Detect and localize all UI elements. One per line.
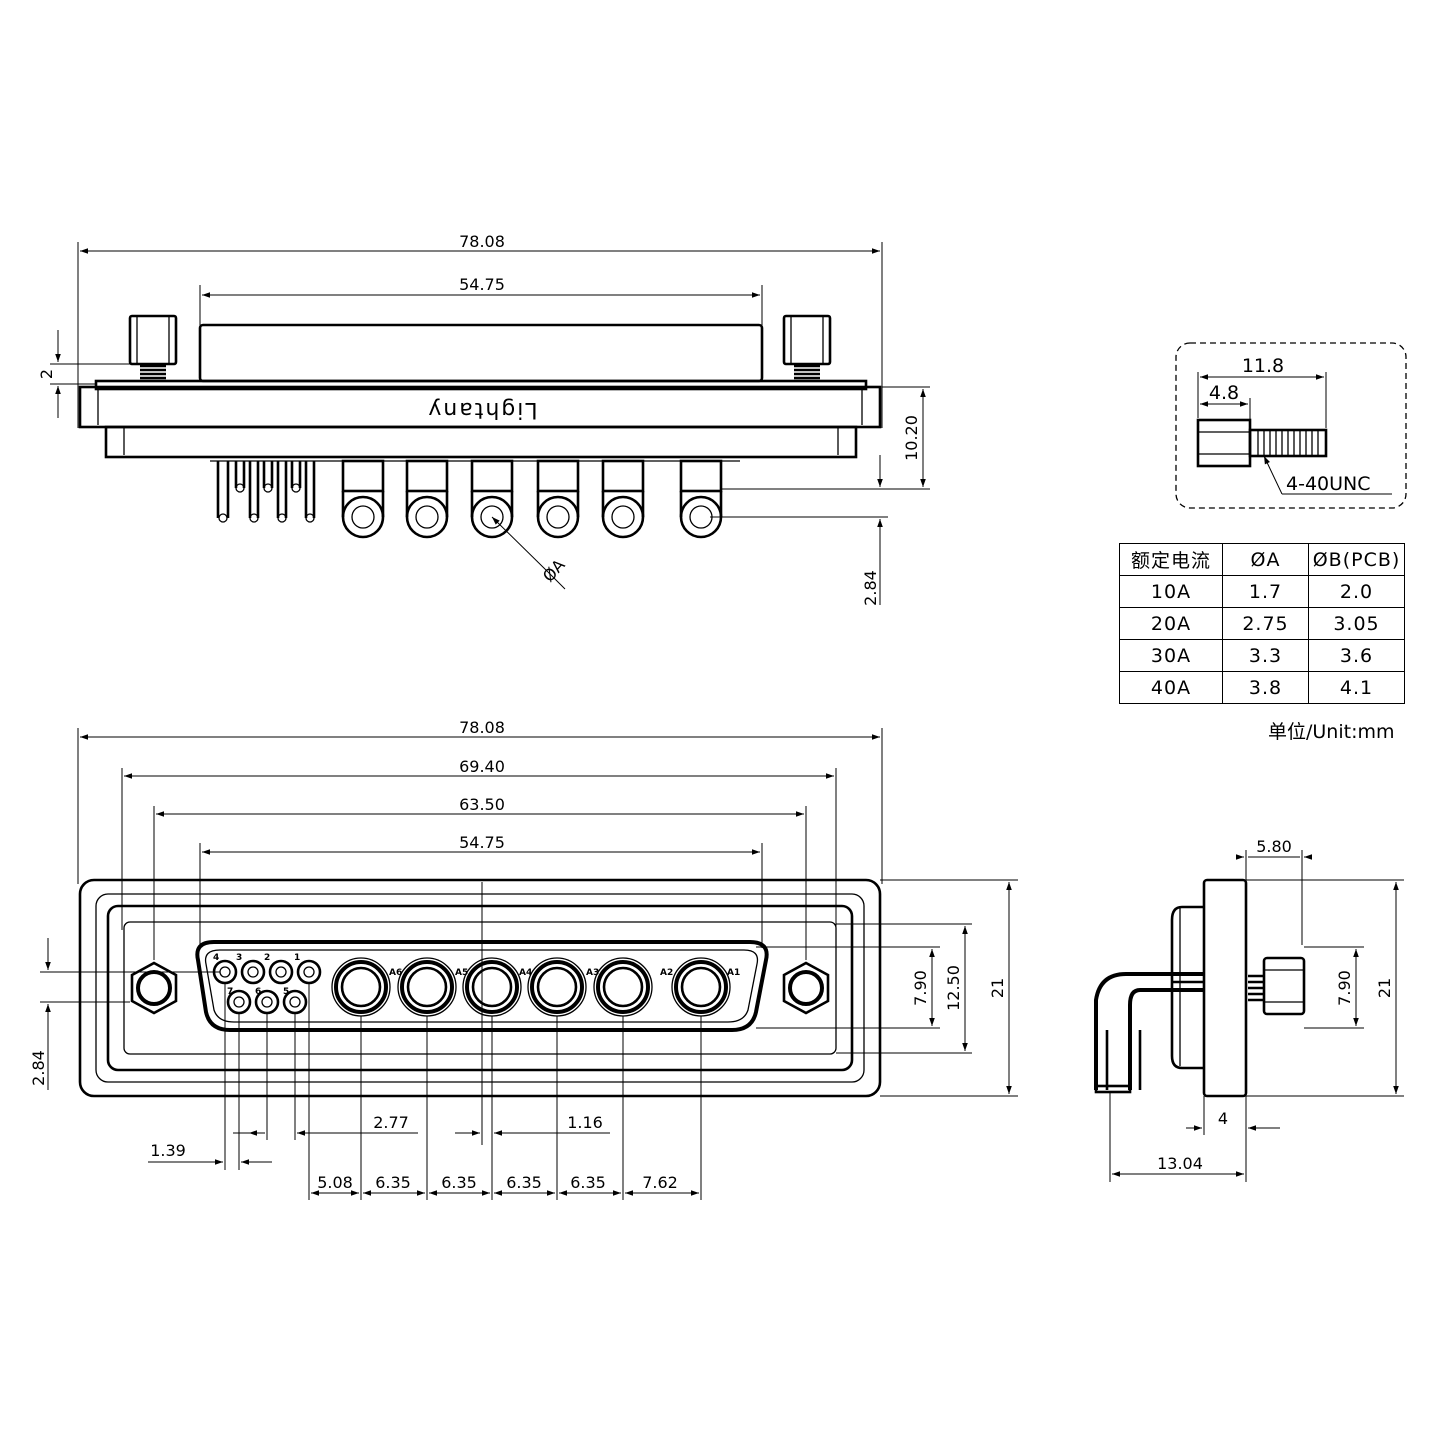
header-dia-b: ØB(PCB) bbox=[1308, 543, 1405, 576]
dim-side-depth: 13.04 bbox=[1157, 1154, 1203, 1173]
dim-front-h-total: 21 bbox=[988, 978, 1007, 998]
dim-front-v-offset: 2.84 bbox=[29, 1050, 48, 1086]
dim-pitch-1: 5.08 bbox=[317, 1173, 353, 1192]
d-shell-outer bbox=[195, 940, 769, 1032]
brand-label: Lightany bbox=[426, 397, 537, 422]
rear-body bbox=[104, 425, 858, 459]
screw-detail: 11.8 4.8 4-40UNC bbox=[1175, 342, 1407, 509]
table-cell: 3.3 bbox=[1222, 639, 1309, 672]
dim-shell: 54.75 bbox=[459, 275, 505, 294]
dim-side-width: 5.80 bbox=[1256, 837, 1292, 856]
front-view: 78.08 69.40 63.50 54.75 bbox=[29, 718, 1018, 1200]
side-pin-bend bbox=[1094, 972, 1204, 1090]
dim-signal-pitch-b: 1.16 bbox=[567, 1113, 603, 1132]
table-cell: 2.0 bbox=[1308, 575, 1405, 608]
screw-hex-length: 4.8 bbox=[1209, 382, 1239, 404]
dim-pitch-2: 6.35 bbox=[375, 1173, 411, 1192]
table-cell: 30A bbox=[1119, 639, 1223, 672]
signal-label-5: 5 bbox=[283, 987, 289, 997]
power-label-a2: A2 bbox=[660, 968, 673, 978]
table-cell: 3.6 bbox=[1308, 639, 1405, 672]
dim-overall: 78.08 bbox=[459, 232, 505, 251]
screw-length: 11.8 bbox=[1242, 355, 1284, 377]
dim-pcb-offset: 2.84 bbox=[861, 570, 880, 606]
side-flange bbox=[1202, 878, 1248, 1098]
power-contacts: A6 A5 A4 A3 A2 A1 bbox=[331, 957, 740, 1017]
spec-table-header: 额定电流 ØA ØB(PCB) bbox=[1119, 543, 1405, 576]
power-label-a5: A5 bbox=[455, 968, 468, 978]
table-cell: 1.7 bbox=[1222, 575, 1309, 608]
dim-side-h-small: 7.90 bbox=[1335, 970, 1354, 1006]
table-cell: 4.1 bbox=[1308, 671, 1405, 704]
table-cell: 40A bbox=[1119, 671, 1223, 704]
shell-body bbox=[198, 323, 764, 383]
signal-contacts: 4 3 2 1 7 6 5 bbox=[212, 953, 322, 1015]
signal-label-4: 4 bbox=[213, 953, 219, 963]
dim-pitch-4: 6.35 bbox=[506, 1173, 542, 1192]
dim-pitch-5: 6.35 bbox=[570, 1173, 606, 1192]
screw-left bbox=[128, 314, 178, 366]
front-flange bbox=[78, 878, 882, 1098]
signal-pins bbox=[216, 461, 316, 523]
table-cell: 3.8 bbox=[1222, 671, 1309, 704]
screw-thread-label: 4-40UNC bbox=[1286, 473, 1371, 495]
dim-side-flange: 4 bbox=[1218, 1109, 1228, 1128]
screw-hex bbox=[1196, 418, 1252, 468]
hex-nut-right bbox=[782, 961, 830, 1015]
dim-pin-dia: ØA bbox=[539, 555, 569, 585]
power-label-a6: A6 bbox=[389, 968, 402, 978]
table-cell: 20A bbox=[1119, 607, 1223, 640]
side-shell bbox=[1170, 905, 1204, 1070]
dim-height: 10.20 bbox=[902, 415, 921, 461]
power-pins-top bbox=[341, 459, 723, 539]
signal-label-3: 3 bbox=[236, 953, 242, 963]
table-cell: 3.05 bbox=[1308, 607, 1405, 640]
spec-table: 额定电流 ØA ØB(PCB) 10A 1.7 2.0 20A 2.75 3.0… bbox=[1119, 543, 1405, 704]
table-row: 40A 3.8 4.1 bbox=[1119, 671, 1405, 704]
dim-front-h-small: 7.90 bbox=[911, 970, 930, 1006]
signal-label-6: 6 bbox=[255, 987, 261, 997]
table-row: 20A 2.75 3.05 bbox=[1119, 607, 1405, 640]
screw-right bbox=[782, 314, 832, 366]
dim-flange-offset: 2 bbox=[37, 369, 56, 379]
table-cell: 2.75 bbox=[1222, 607, 1309, 640]
signal-label-1: 1 bbox=[294, 953, 300, 963]
power-label-a4: A4 bbox=[519, 968, 532, 978]
dim-signal-pitch-a: 2.77 bbox=[373, 1113, 409, 1132]
dim-pitch-6: 7.62 bbox=[642, 1173, 678, 1192]
dim-front-overall: 78.08 bbox=[459, 718, 505, 737]
dim-hole-pitch: 63.50 bbox=[459, 795, 505, 814]
header-dia-a: ØA bbox=[1222, 543, 1309, 576]
hex-nut-left bbox=[130, 961, 178, 1015]
unit-note: 单位/Unit:mm bbox=[1268, 721, 1395, 743]
dim-pitch-3: 6.35 bbox=[441, 1173, 477, 1192]
dim-front-shell: 54.75 bbox=[459, 833, 505, 852]
dim-mount: 69.40 bbox=[459, 757, 505, 776]
power-label-a1: A1 bbox=[727, 968, 740, 978]
dim-side-h-total: 21 bbox=[1375, 978, 1394, 998]
table-row: 10A 1.7 2.0 bbox=[1119, 575, 1405, 608]
header-rated-current: 额定电流 bbox=[1119, 543, 1223, 576]
side-screw-hex bbox=[1262, 956, 1306, 1016]
signal-label-2: 2 bbox=[264, 953, 270, 963]
signal-label-7: 7 bbox=[227, 987, 233, 997]
side-view: 5.80 7.90 21 4 13.04 bbox=[1094, 837, 1404, 1182]
table-row: 30A 3.3 3.6 bbox=[1119, 639, 1405, 672]
table-cell: 10A bbox=[1119, 575, 1223, 608]
dim-front-h-mid: 12.50 bbox=[944, 965, 963, 1011]
power-label-a3: A3 bbox=[586, 968, 599, 978]
flange bbox=[94, 379, 868, 391]
top-view: 78.08 54.75 Lightany bbox=[37, 232, 930, 606]
dim-signal-gap: 1.39 bbox=[150, 1141, 186, 1160]
